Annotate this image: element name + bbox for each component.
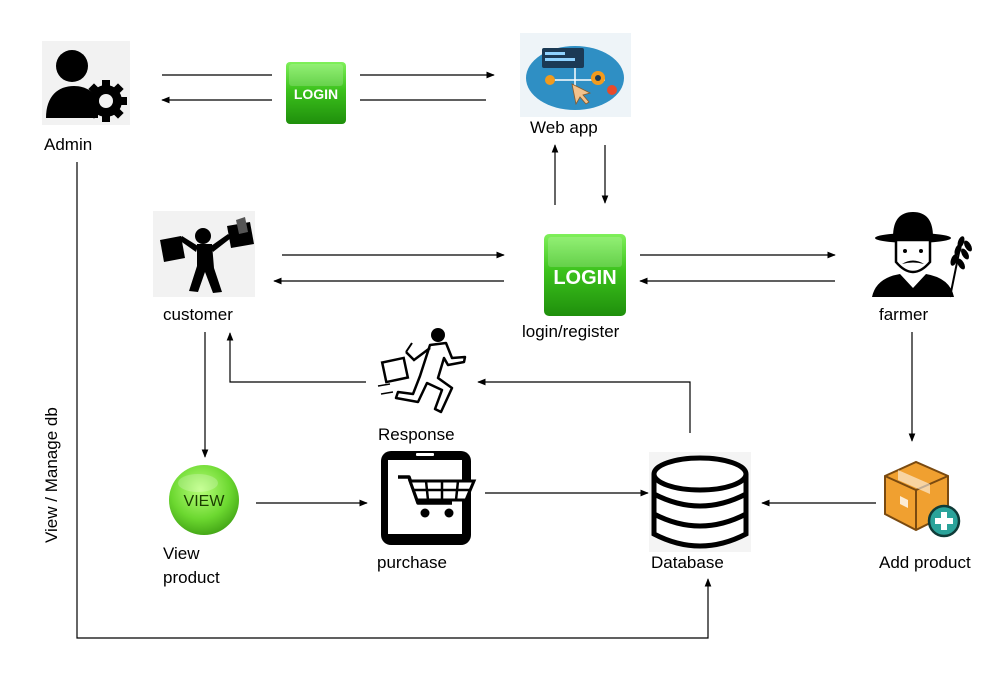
database-node: Database	[649, 452, 751, 572]
arrow-response-to-customer	[226, 332, 366, 383]
box-plus-icon	[884, 460, 961, 538]
arrow-database-to-response	[477, 378, 691, 433]
tablet-cart-icon	[381, 451, 477, 545]
view-product-label-line1: View	[163, 544, 200, 563]
farmer-label: farmer	[879, 305, 928, 324]
view-product-label-line2: product	[163, 568, 220, 587]
arrow-admin-to-database	[76, 162, 712, 639]
purchase-node: purchase	[377, 451, 477, 572]
admin-gear-user-icon	[46, 50, 127, 122]
login-badge-main: LOGIN	[544, 234, 626, 316]
view-badge-text: VIEW	[184, 493, 226, 510]
connectors	[76, 71, 916, 639]
database-cylinder-icon	[651, 455, 749, 549]
login-register-label: login/register	[522, 322, 620, 341]
login-badge-top: LOGIN	[286, 62, 346, 124]
webapp-network-icon	[526, 46, 624, 110]
webapp-node: Web app	[520, 33, 631, 137]
add-product-label: Add product	[879, 553, 971, 572]
login-top-text: LOGIN	[294, 86, 338, 102]
webapp-label: Web app	[530, 118, 598, 137]
farmer-icon	[872, 212, 972, 298]
response-node: Response	[377, 328, 467, 444]
customer-node: customer	[153, 211, 255, 324]
customer-label: customer	[163, 305, 233, 324]
view-product-node: VIEW View product	[163, 465, 239, 587]
admin-node: Admin	[42, 41, 130, 154]
add-product-node: Add product	[879, 460, 971, 572]
purchase-label: purchase	[377, 553, 447, 572]
running-courier-icon	[377, 328, 467, 414]
farmer-node: farmer	[872, 212, 972, 324]
shopping-person-icon	[160, 217, 254, 293]
view-manage-db-label: View / Manage db	[42, 407, 61, 543]
login-register-node: LOGIN login/register	[522, 234, 626, 341]
login-main-text: LOGIN	[553, 267, 616, 289]
response-label: Response	[378, 425, 455, 444]
database-label: Database	[651, 553, 724, 572]
view-badge: VIEW	[169, 465, 239, 535]
admin-label: Admin	[44, 135, 92, 154]
